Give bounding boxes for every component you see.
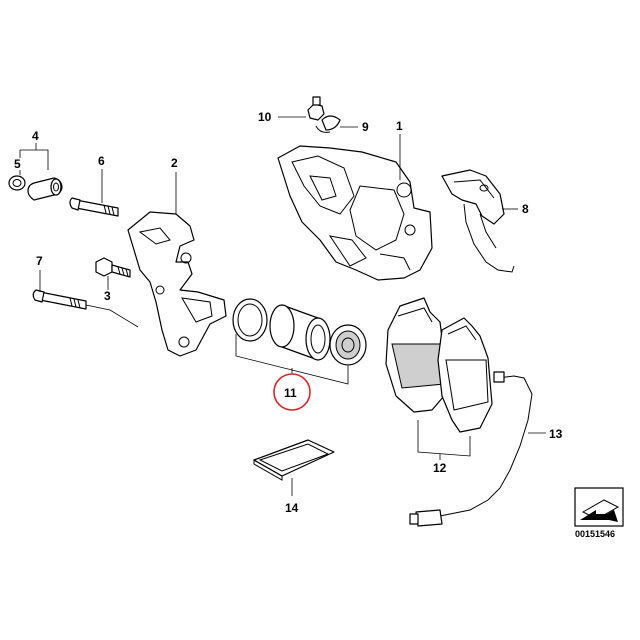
reference-number: 00151546 xyxy=(575,529,615,539)
callout-10: 10 xyxy=(258,110,272,124)
callout-13: 13 xyxy=(549,427,563,441)
callout-4: 4 xyxy=(32,129,39,143)
callout-1: 1 xyxy=(396,119,403,133)
leader-12-bracket xyxy=(417,420,471,457)
part-7-bolt[interactable] xyxy=(32,289,87,310)
arrow-page-icon xyxy=(574,487,624,527)
part-1-caliper-housing[interactable] xyxy=(277,145,433,281)
part-12-brake-pad-inner[interactable] xyxy=(385,297,445,413)
leader-4-5 xyxy=(19,143,49,175)
part-4-guide-bush[interactable] xyxy=(27,177,63,201)
callout-8: 8 xyxy=(522,202,529,216)
callout-3: 3 xyxy=(104,289,111,303)
part-12-brake-pad-outer[interactable] xyxy=(437,317,493,433)
part-8-anti-rattle-spring[interactable] xyxy=(441,169,515,273)
callout-7: 7 xyxy=(36,254,43,268)
part-3-bolt[interactable] xyxy=(95,257,131,278)
part-10-bleed-screw[interactable] xyxy=(307,96,325,121)
leader-7-to-carrier xyxy=(85,304,139,328)
callout-11[interactable]: 11 xyxy=(284,386,297,400)
dust-boot xyxy=(329,324,367,366)
callout-9: 9 xyxy=(362,120,369,134)
callout-6: 6 xyxy=(98,154,105,168)
part-9-bleed-cap[interactable] xyxy=(315,115,341,133)
callout-2: 2 xyxy=(171,156,178,170)
part-6-guide-bolt[interactable] xyxy=(69,197,119,217)
part-11-piston-kit[interactable] xyxy=(232,298,367,366)
part-13-wear-sensor[interactable] xyxy=(409,371,533,527)
highlight-circle-11 xyxy=(273,373,311,411)
part-14-grease-packet[interactable] xyxy=(253,439,335,481)
part-2-caliper-carrier[interactable] xyxy=(127,211,227,357)
part-5-cap[interactable] xyxy=(8,175,26,191)
callout-14: 14 xyxy=(285,501,299,515)
callout-12: 12 xyxy=(433,461,447,475)
callout-5: 5 xyxy=(14,157,21,171)
piston xyxy=(269,304,331,361)
seal-ring xyxy=(232,298,268,342)
